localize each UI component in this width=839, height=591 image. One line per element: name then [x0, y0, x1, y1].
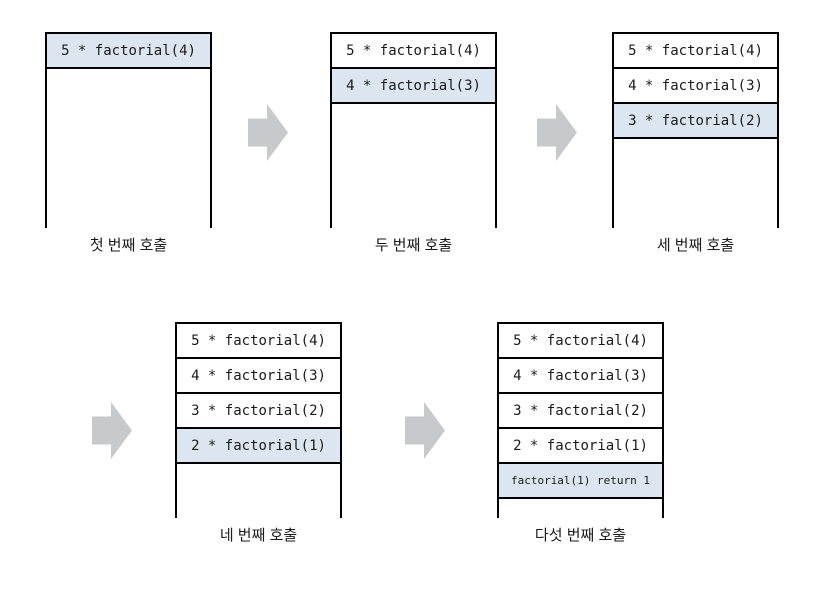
- stack-right-wall: [210, 32, 212, 228]
- stack-frame: 5 * factorial(4): [497, 322, 664, 359]
- stack-frame: 2 * factorial(1): [497, 427, 664, 464]
- stack-frames: 5 * factorial(4)4 * factorial(3)3 * fact…: [612, 32, 779, 139]
- stack-left-wall: [45, 32, 47, 228]
- stack-frame: 4 * factorial(3): [497, 357, 664, 394]
- stack-frame: 5 * factorial(4): [612, 32, 779, 69]
- stack-label: 두 번째 호출: [374, 237, 453, 254]
- stack-frame: factorial(1) return 1: [497, 462, 664, 499]
- stack-label: 세 번째 호출: [656, 237, 735, 254]
- stack-frame: 5 * factorial(4): [45, 32, 212, 69]
- right-block-arrow-icon: [537, 104, 577, 161]
- stack-label: 네 번째 호출: [219, 527, 298, 544]
- stack-right-wall: [495, 32, 497, 228]
- right-block-arrow-icon: [248, 104, 288, 161]
- stack-frame: 4 * factorial(3): [612, 67, 779, 104]
- stack-frame: 3 * factorial(2): [175, 392, 342, 429]
- stack-label: 다섯 번째 호출: [534, 527, 627, 544]
- stack-frame: 5 * factorial(4): [175, 322, 342, 359]
- stack-label: 첫 번째 호출: [89, 237, 168, 254]
- stack-frame: 3 * factorial(2): [497, 392, 664, 429]
- stack-frames: 5 * factorial(4)4 * factorial(3)3 * fact…: [497, 322, 664, 499]
- stack-frame: 5 * factorial(4): [330, 32, 497, 69]
- stack-frames: 5 * factorial(4): [45, 32, 212, 69]
- stack-frame: 2 * factorial(1): [175, 427, 342, 464]
- stack-frames: 5 * factorial(4)4 * factorial(3)3 * fact…: [175, 322, 342, 464]
- stack-frame: 3 * factorial(2): [612, 102, 779, 139]
- stack-frame: 4 * factorial(3): [330, 67, 497, 104]
- right-block-arrow-icon: [92, 402, 132, 459]
- stack-frames: 5 * factorial(4)4 * factorial(3): [330, 32, 497, 104]
- right-block-arrow-icon: [405, 402, 445, 459]
- stack-frame: 4 * factorial(3): [175, 357, 342, 394]
- stack-left-wall: [330, 32, 332, 228]
